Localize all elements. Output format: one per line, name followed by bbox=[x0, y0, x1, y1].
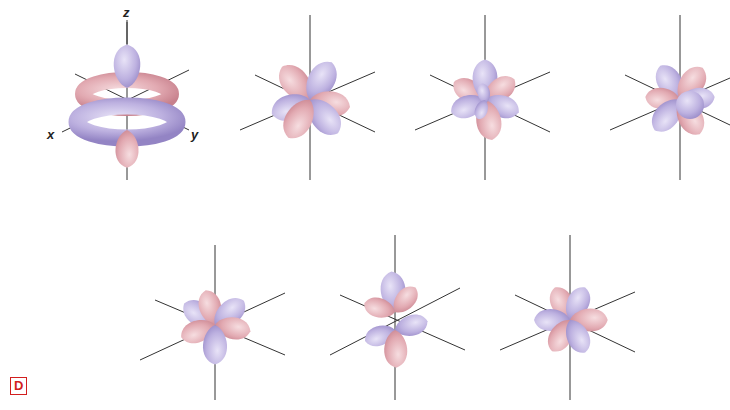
orbital bbox=[240, 15, 375, 180]
panel-letter: D bbox=[10, 377, 27, 395]
orbital bbox=[500, 235, 635, 400]
orbital bbox=[610, 15, 730, 180]
orbital bbox=[415, 15, 550, 180]
orbital bbox=[330, 235, 465, 400]
orbital bbox=[140, 245, 285, 400]
axis-label: x bbox=[47, 128, 54, 141]
orbital-fz3 bbox=[62, 20, 189, 180]
axis-label: y bbox=[191, 128, 198, 141]
axis-label: z bbox=[123, 6, 130, 19]
